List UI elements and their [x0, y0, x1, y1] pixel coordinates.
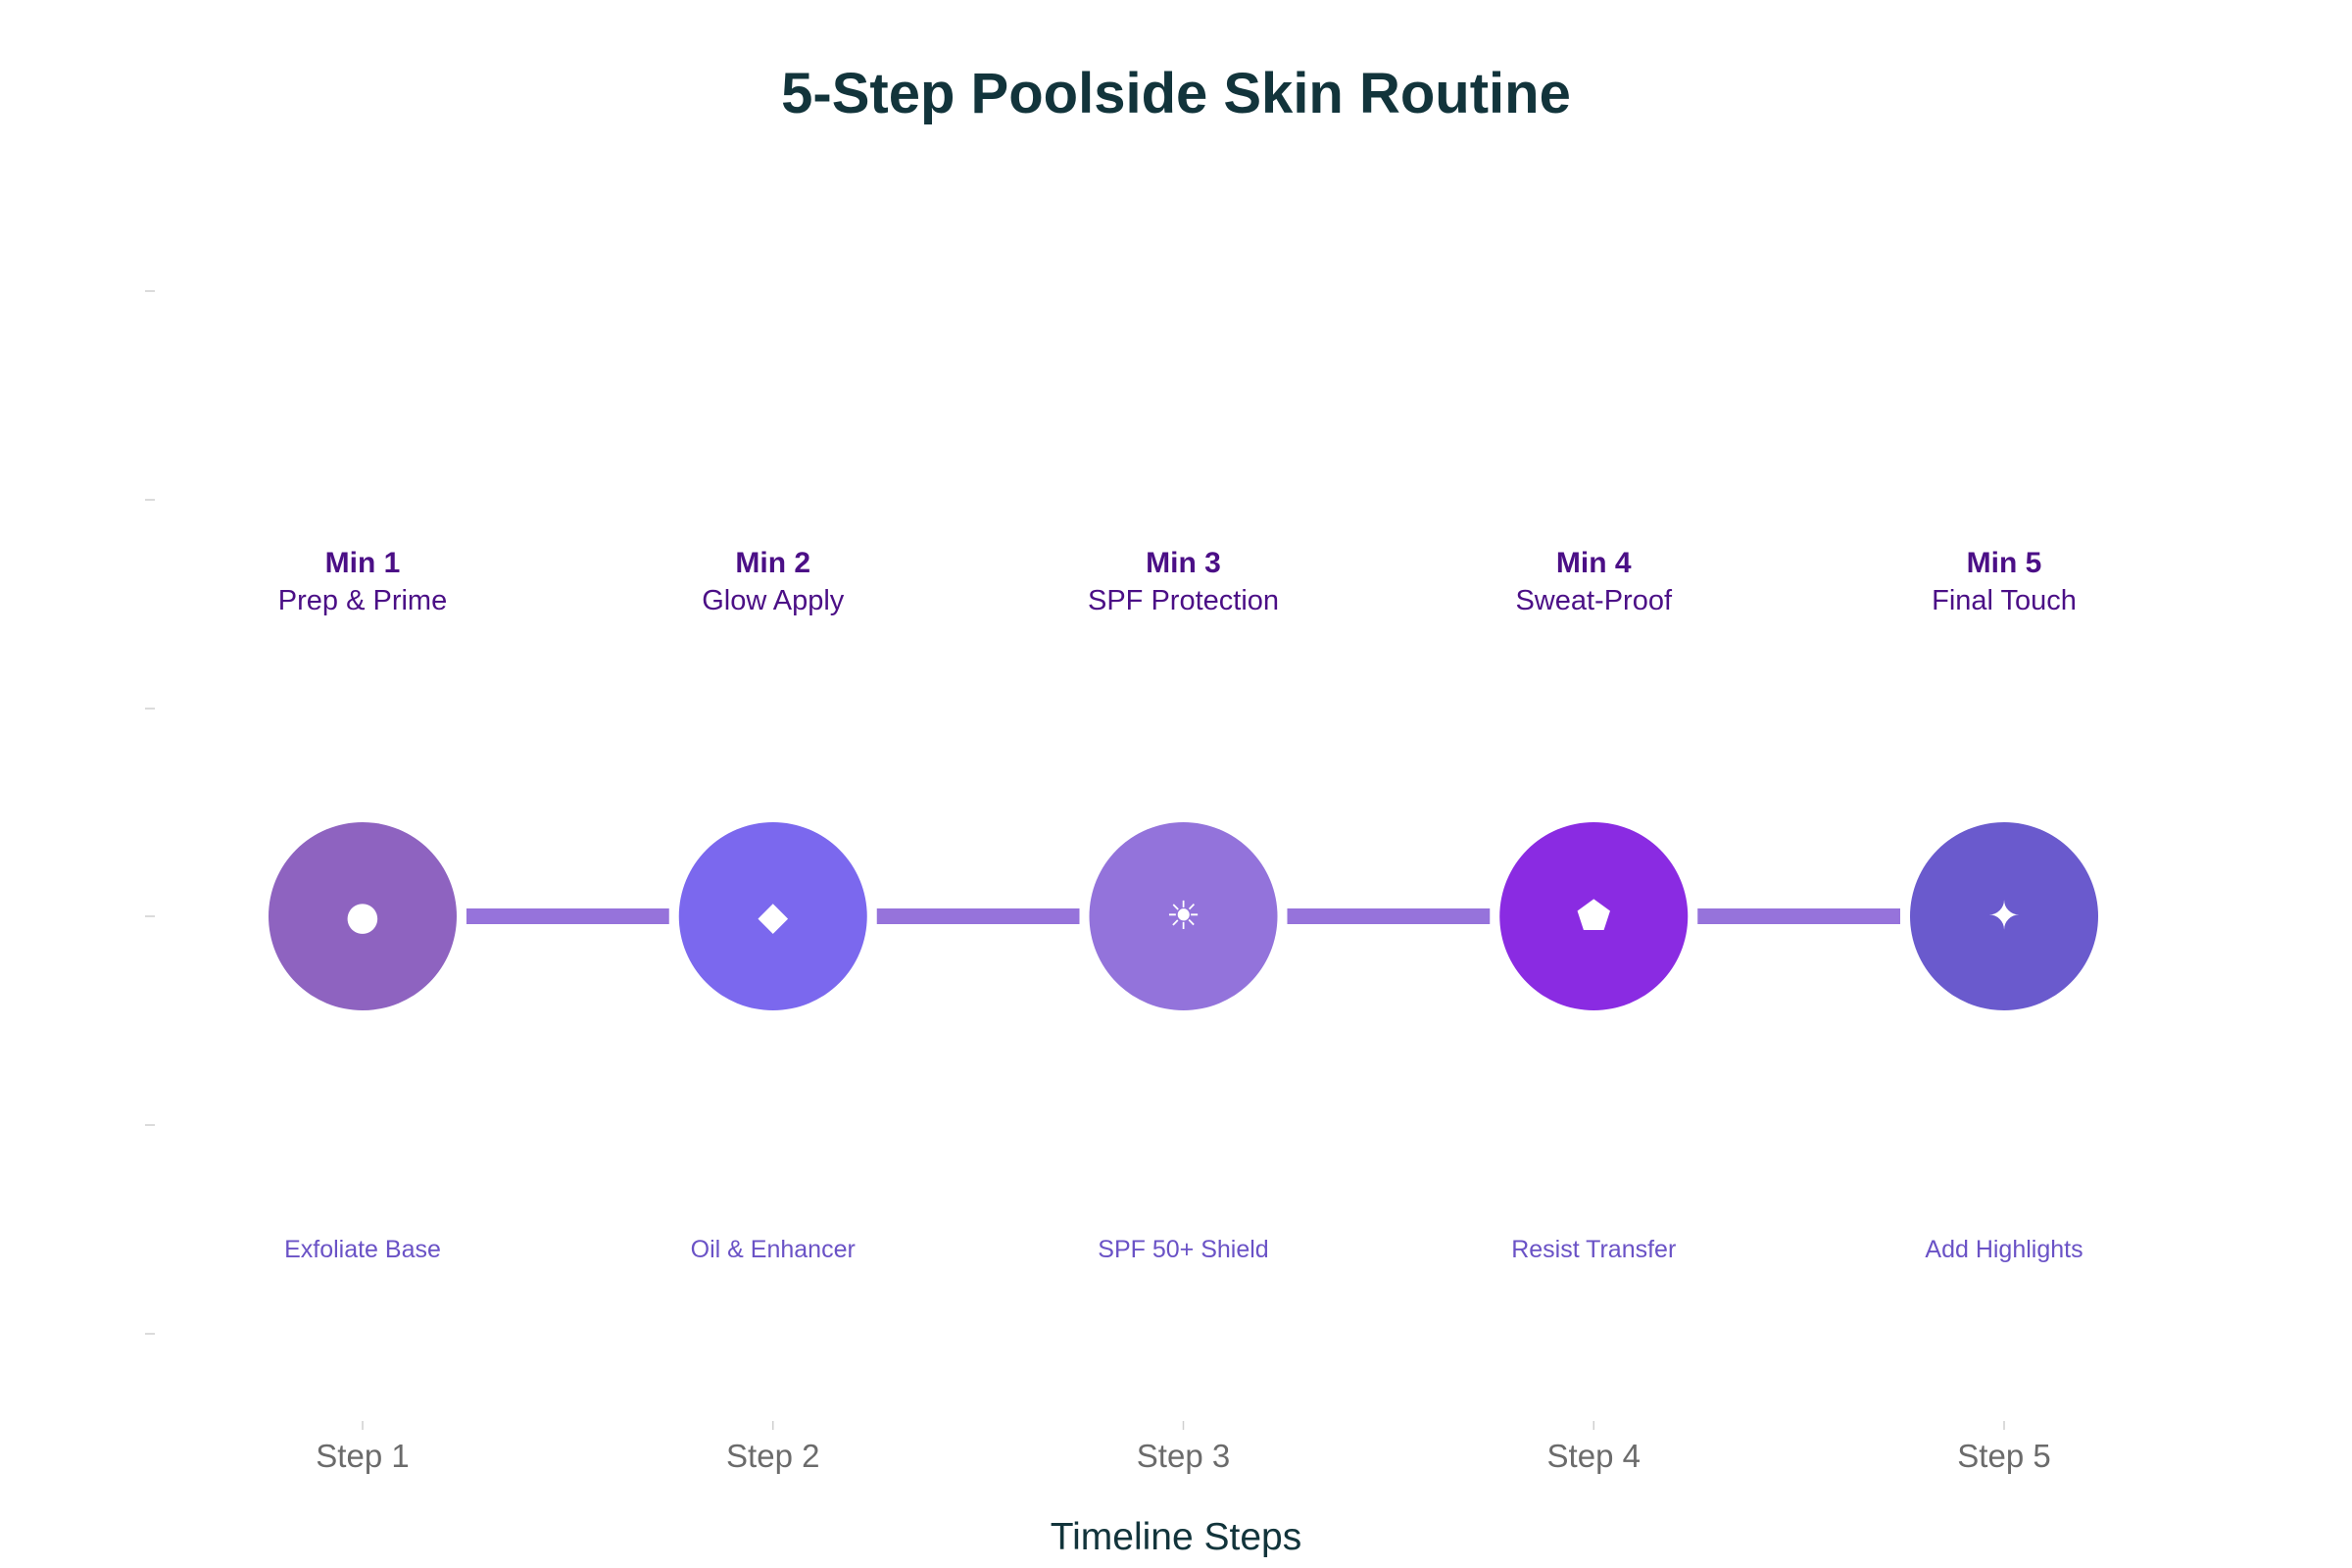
step-node-circle [1089, 822, 1278, 1010]
timeline-step-1: Min 1 Prep & Prime ● Exfoliate Base [269, 547, 457, 1263]
step-name-label: Final Touch [1932, 585, 2077, 616]
step-description: SPF 50+ Shield [1098, 1236, 1268, 1263]
pentagon-icon: ⬟ [1577, 894, 1611, 939]
x-axis-tick-label: Step 5 [1957, 1438, 2050, 1474]
timeline-step-5: Min 5 Final Touch ✦ Add Highlights [1910, 547, 2098, 1263]
step-node-circle [1499, 822, 1689, 1010]
step-minute-label: Min 1 [325, 547, 401, 579]
step-description: Add Highlights [1925, 1236, 2082, 1263]
step-name-label: Glow Apply [702, 585, 845, 616]
x-axis-tick-label: Step 3 [1137, 1438, 1230, 1474]
timeline-step-3: Min 3 SPF Protection ☀ SPF 50+ Shield [1088, 547, 1279, 1263]
step-description: Oil & Enhancer [691, 1236, 856, 1263]
circle-icon: ● [346, 894, 380, 939]
sparkle-icon: ✦ [1987, 894, 2021, 939]
step-minute-label: Min 3 [1146, 547, 1221, 579]
x-axis-tick-label: Step 1 [316, 1438, 409, 1474]
step-description: Exfoliate Base [284, 1236, 441, 1263]
step-node-circle [1910, 822, 2098, 1010]
step-description: Resist Transfer [1511, 1236, 1676, 1263]
step-name-label: SPF Protection [1088, 585, 1279, 616]
x-axis-tick-label: Step 4 [1547, 1438, 1641, 1474]
step-name-label: Prep & Prime [278, 585, 447, 616]
step-minute-label: Min 4 [1556, 547, 1632, 579]
timeline-steps: Min 1 Prep & Prime ● Exfoliate Base Min 2 Glo… [269, 547, 2098, 1263]
y-axis-ticks [145, 290, 155, 1335]
chart-title: 5-Step Poolside Skin Routine [781, 62, 1571, 125]
diamond-icon: ◆ [758, 894, 788, 939]
x-axis: Step 1 Step 2 Step 3 Step 4 Step 5 [316, 1421, 2051, 1474]
step-name-label: Sweat-Proof [1515, 585, 1673, 616]
step-node-circle [678, 822, 867, 1010]
step-node-circle [269, 822, 457, 1010]
step-minute-label: Min 5 [1967, 547, 2042, 579]
x-axis-tick-label: Step 2 [726, 1438, 819, 1474]
step-minute-label: Min 2 [735, 547, 810, 579]
timeline-step-2: Min 2 Glow Apply ◆ Oil & Enhancer [678, 547, 867, 1263]
sun-icon: ☀ [1166, 894, 1201, 939]
x-axis-title: Timeline Steps [1051, 1516, 1302, 1558]
timeline-step-4: Min 4 Sweat-Proof ⬟ Resist Transfer [1499, 547, 1689, 1263]
